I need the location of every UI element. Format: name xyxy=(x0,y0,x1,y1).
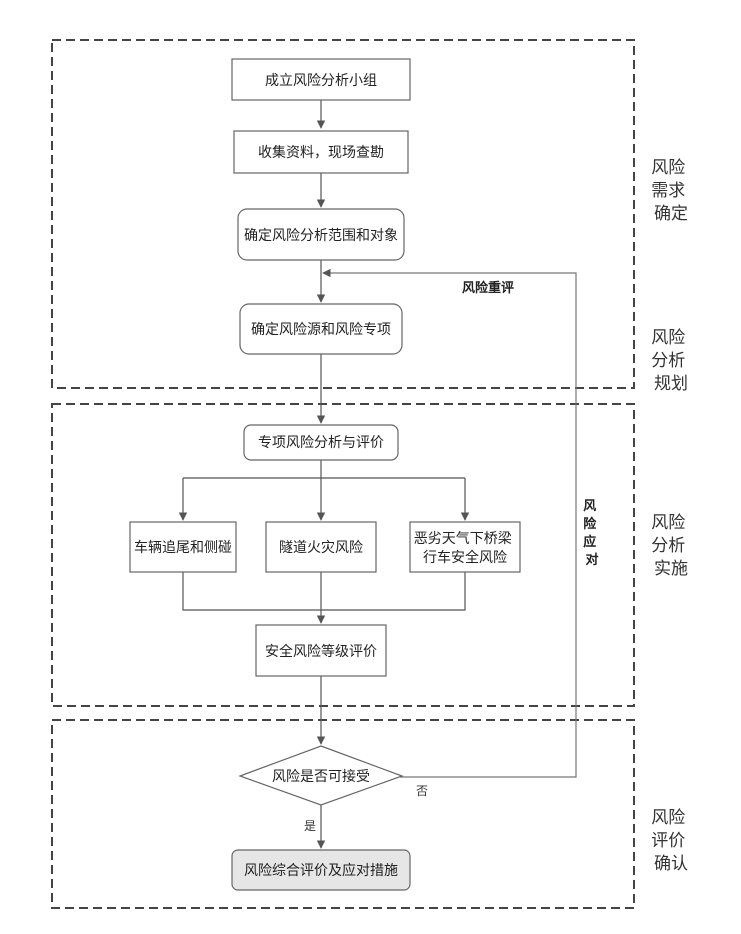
node-define-scope-label: 确定风险分析范围和对象 xyxy=(244,227,398,244)
phase-label-confirmation: 风险 评价 确认 xyxy=(651,808,690,874)
edge-label-response: 风 险 应 对 xyxy=(583,499,601,568)
node-special-analysis-label: 专项风险分析与评价 xyxy=(258,435,384,451)
edge-label-no: 否 xyxy=(416,784,428,798)
edge-label-yes: 是 xyxy=(304,819,316,833)
node-safety-grade-label: 安全风险等级评价 xyxy=(265,643,377,660)
edge-label-reassess: 风险重评 xyxy=(462,280,514,296)
node-form-team-label: 成立风险分析小组 xyxy=(265,73,377,89)
edge-merge xyxy=(183,572,465,610)
node-acceptable-label: 风险是否可接受 xyxy=(272,768,370,785)
phase-label-implementation: 风险 分析 实施 xyxy=(651,513,690,579)
node-comprehensive-label: 风险综合评价及应对措施 xyxy=(244,862,398,879)
node-identify-sources-label: 确定风险源和风险专项 xyxy=(251,322,391,338)
phase-label-demand: 风险 需求 确定 xyxy=(651,158,690,224)
node-collision-label: 车辆追尾和侧碰 xyxy=(134,539,232,556)
phase-label-planning: 风险 分析 规划 xyxy=(651,328,690,394)
node-collect-data-label: 收集资料，现场查勘 xyxy=(258,144,384,161)
node-tunnel-fire-label: 隧道火灾风险 xyxy=(279,539,363,556)
